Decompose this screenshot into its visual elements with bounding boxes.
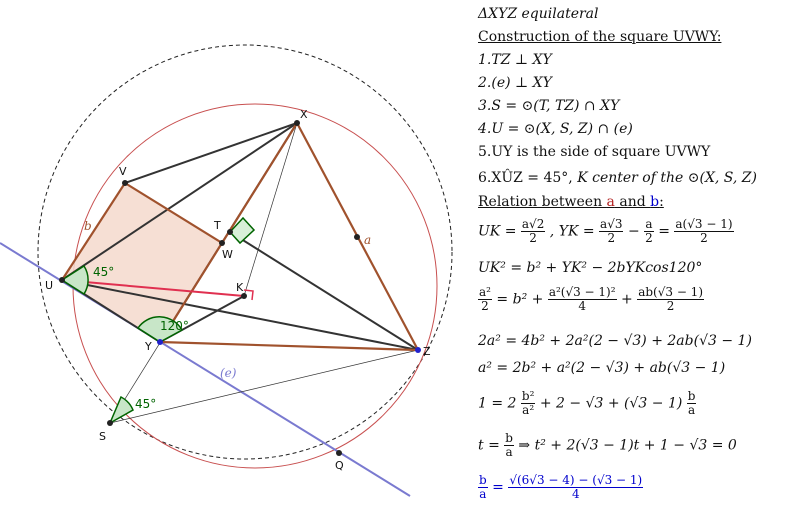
side-w-x [221, 122, 298, 244]
line-v-x [124, 122, 298, 184]
line-u-x [61, 122, 298, 281]
label-s: S [99, 430, 106, 443]
line-t-z [229, 231, 419, 351]
text-step-3: 3.S = ⊙(T, TZ) ∩ XY [478, 98, 620, 114]
text-construction-heading: Construction of the square UVWY: [478, 29, 722, 45]
label-w: W [222, 248, 233, 261]
label-side-b: b [84, 219, 92, 233]
side-y-z [159, 340, 419, 352]
point-y[interactable] [157, 339, 163, 345]
label-angle-u: 45° [93, 265, 114, 279]
label-line-e: (e) [220, 366, 237, 380]
point-k[interactable] [241, 293, 247, 299]
label-z: Z [423, 345, 431, 358]
label-t: T [213, 219, 221, 232]
label-y: Y [144, 340, 152, 353]
segment-u-k [61, 279, 245, 297]
text-step-6: 6.XÛZ = 45°, K center of the ⊙(X, S, Z) [478, 170, 757, 186]
equation-5: a² = 2b² + a²(2 − √3) + ab(√3 − 1) [478, 360, 726, 376]
square-uvwy [61, 181, 224, 343]
label-x: X [300, 108, 308, 121]
point-s[interactable] [107, 420, 113, 426]
label-angle-s: 45° [135, 397, 156, 411]
point-u[interactable] [59, 277, 65, 283]
dashed-circle-xsz [37, 44, 453, 460]
point-t[interactable] [227, 229, 233, 235]
point-v[interactable] [122, 180, 128, 186]
equation-2: UK² = b² + YK² − 2bYKcos120° [478, 260, 703, 276]
text-step-1: 1.TZ ⊥ XY [478, 52, 552, 68]
angle-mark-s [108, 395, 134, 425]
label-side-a: a [364, 233, 371, 247]
text-title: ΔXYZ equilateral [478, 6, 599, 22]
angle-mark-u [60, 264, 89, 296]
point-q[interactable] [336, 450, 342, 456]
text-step-2: 2.(e) ⊥ XY [478, 75, 552, 91]
point-w[interactable] [219, 240, 225, 246]
label-v: V [119, 165, 127, 178]
label-k: K [236, 281, 244, 294]
right-angle-k [243, 289, 254, 301]
square-uvwy-fill [62, 183, 222, 342]
point-x[interactable] [294, 120, 300, 126]
text-step-5: 5.UY is the side of square UVWY [478, 144, 711, 160]
label-angle-y: 120° [160, 319, 189, 333]
point-a-mid [354, 234, 360, 240]
line-u-z [61, 279, 419, 351]
equation-4: 2a² = 4b² + 2a²(2 − √3) + 2ab(√3 − 1) [478, 333, 752, 349]
angle-mark-y [136, 316, 184, 343]
point-z[interactable] [415, 347, 421, 353]
right-angle-t [228, 216, 256, 245]
line-s-z [109, 349, 419, 424]
label-q: Q [335, 459, 344, 472]
text-step-4: 4.U = ⊙(X, S, Z) ∩ (e) [478, 121, 633, 137]
text-relation-heading: Relation between a and b: [478, 194, 664, 210]
line-x-k [243, 122, 298, 297]
label-u: U [45, 279, 53, 292]
